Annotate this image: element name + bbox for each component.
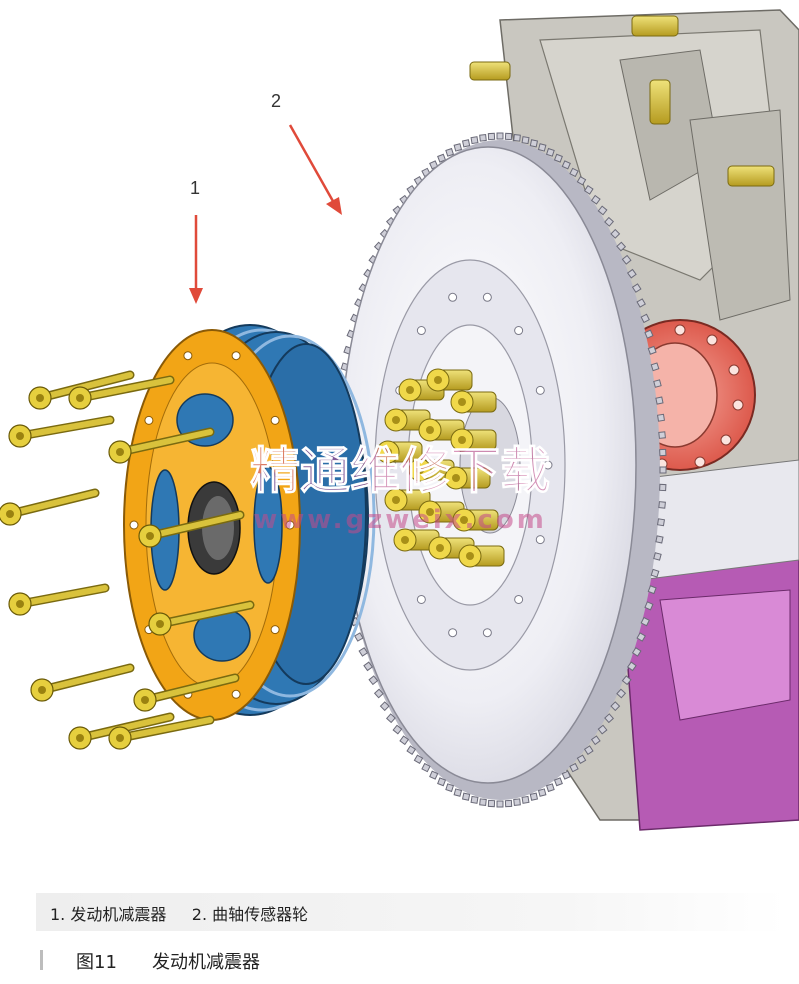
watermark-title: 精通维修下载 bbox=[250, 442, 550, 500]
figure-number: 图11 bbox=[76, 952, 117, 973]
legend-bar: 1. 发动机减震器 2. 曲轴传感器轮 bbox=[36, 893, 786, 931]
callout-arrow-1 bbox=[189, 215, 203, 304]
callout-label-1: 1 bbox=[190, 178, 201, 198]
damper-bolts bbox=[0, 370, 255, 750]
figure-title: 发动机减震器 bbox=[152, 952, 260, 973]
legend-text: 1. 发动机减震器 2. 曲轴传感器轮 bbox=[50, 905, 309, 924]
callout-arrow-2 bbox=[288, 124, 342, 215]
diagram-svg: 精通维修下载 www.gzweix.com bbox=[0, 9, 799, 831]
watermark-url: www.gzweix.com bbox=[253, 505, 547, 535]
callout-label-2: 2 bbox=[271, 91, 282, 111]
exploded-view-illustration: 精通维修下载 www.gzweix.com 1 2 bbox=[0, 9, 799, 831]
crank-sensor-wheel bbox=[333, 132, 667, 808]
caption-marker bbox=[40, 950, 43, 970]
